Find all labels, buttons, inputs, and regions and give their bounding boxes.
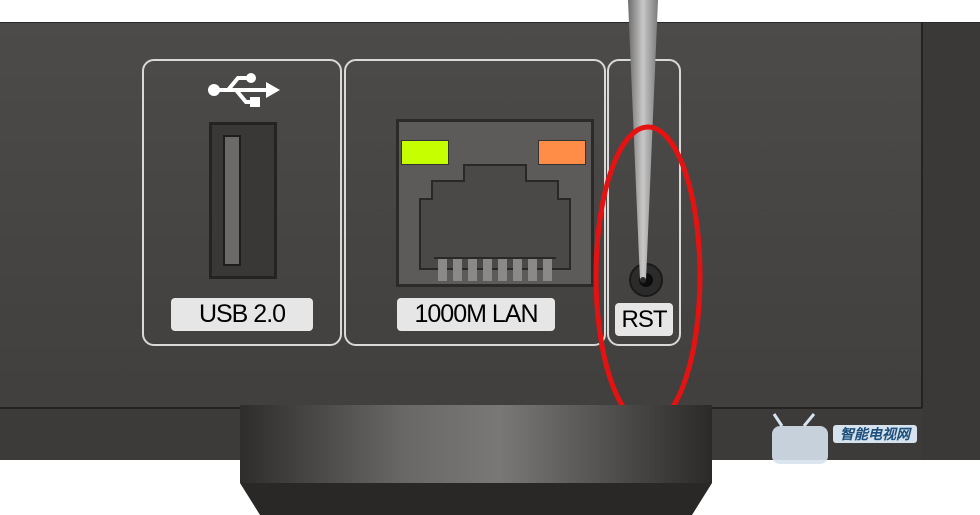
lan-label: 1000M LAN — [397, 298, 555, 331]
lan-pins — [438, 259, 552, 281]
usb-label: USB 2.0 — [171, 298, 313, 331]
lan-link-led — [401, 140, 449, 165]
lan-jack-shape — [419, 164, 571, 281]
usb-port-tongue — [223, 135, 241, 266]
reset-label: RST — [615, 303, 673, 336]
usb-icon — [208, 73, 280, 107]
device-stand — [240, 405, 712, 515]
usb-port-frame — [142, 59, 342, 346]
watermark-logo-icon — [772, 413, 828, 464]
reset-pin-icon — [628, 0, 658, 283]
usb-port — [209, 122, 277, 279]
reset-highlight-ellipse — [593, 124, 703, 428]
watermark-text: 智能电视网 — [833, 425, 917, 443]
lan-activity-led — [538, 140, 586, 165]
